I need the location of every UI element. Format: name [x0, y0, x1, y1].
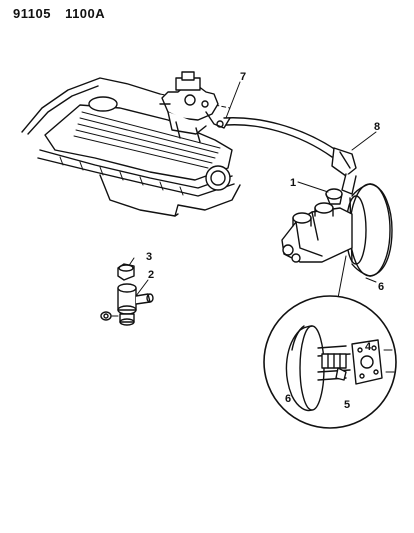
callout-4: 4	[365, 341, 372, 353]
engine-block	[21, 77, 241, 217]
brake-booster-main	[281, 183, 393, 277]
header-code-left: 91105	[13, 6, 51, 21]
diagram-header: 91105 1100A	[13, 6, 115, 21]
check-valve	[331, 147, 357, 195]
vacuum-hose	[223, 117, 337, 158]
callout-1: 1	[290, 177, 296, 189]
callout-3: 3	[146, 251, 152, 263]
callout-7: 7	[240, 71, 246, 83]
callout-8: 8	[374, 121, 380, 133]
callout-labels: 1 2 3 4 5 6 6 7 8	[146, 71, 384, 411]
throttle-body	[159, 71, 231, 143]
callout-6-detail: 6	[285, 393, 291, 405]
detail-inset	[263, 295, 397, 429]
callout-6-main: 6	[378, 281, 384, 293]
callout-2: 2	[148, 269, 154, 281]
check-valve-detail	[100, 263, 154, 326]
header-code-right: 1100A	[65, 6, 106, 21]
callout-5: 5	[344, 399, 350, 411]
